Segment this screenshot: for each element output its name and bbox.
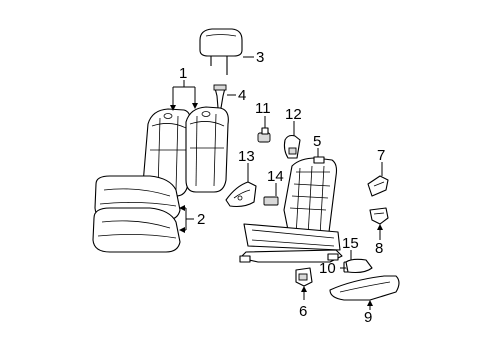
headrest-support-part xyxy=(213,84,227,109)
clip-part-8 xyxy=(369,207,389,225)
headrest-part xyxy=(199,28,243,75)
clip-part-14 xyxy=(263,196,279,206)
seat-frame-part-5 xyxy=(239,156,343,263)
callout-12: 12 xyxy=(285,106,302,123)
bracket-part-11 xyxy=(257,127,271,143)
callout-9: 9 xyxy=(364,309,372,326)
callout-2: 2 xyxy=(197,211,205,228)
callout-7: 7 xyxy=(377,147,385,164)
knob-part-10 xyxy=(345,258,373,274)
callout-11: 11 xyxy=(255,100,271,117)
cover-part-12 xyxy=(283,134,301,159)
callout-10: 10 xyxy=(319,260,336,277)
callout-4: 4 xyxy=(238,87,246,104)
callout-3: 3 xyxy=(256,49,264,66)
seat-cushion-cover-lower xyxy=(92,207,181,253)
callout-15: 15 xyxy=(342,235,359,252)
callout-1: 1 xyxy=(179,65,187,82)
side-panel-part-9 xyxy=(329,275,400,301)
callout-8: 8 xyxy=(375,240,383,257)
cover-part-6 xyxy=(295,267,313,287)
callout-14: 14 xyxy=(267,168,284,185)
seatback-cover-right xyxy=(185,106,229,193)
bracket-part-7 xyxy=(367,175,389,197)
side-shield-part-13 xyxy=(225,181,257,208)
callout-13: 13 xyxy=(238,148,255,165)
callout-5: 5 xyxy=(313,133,321,150)
callout-6: 6 xyxy=(299,303,307,320)
